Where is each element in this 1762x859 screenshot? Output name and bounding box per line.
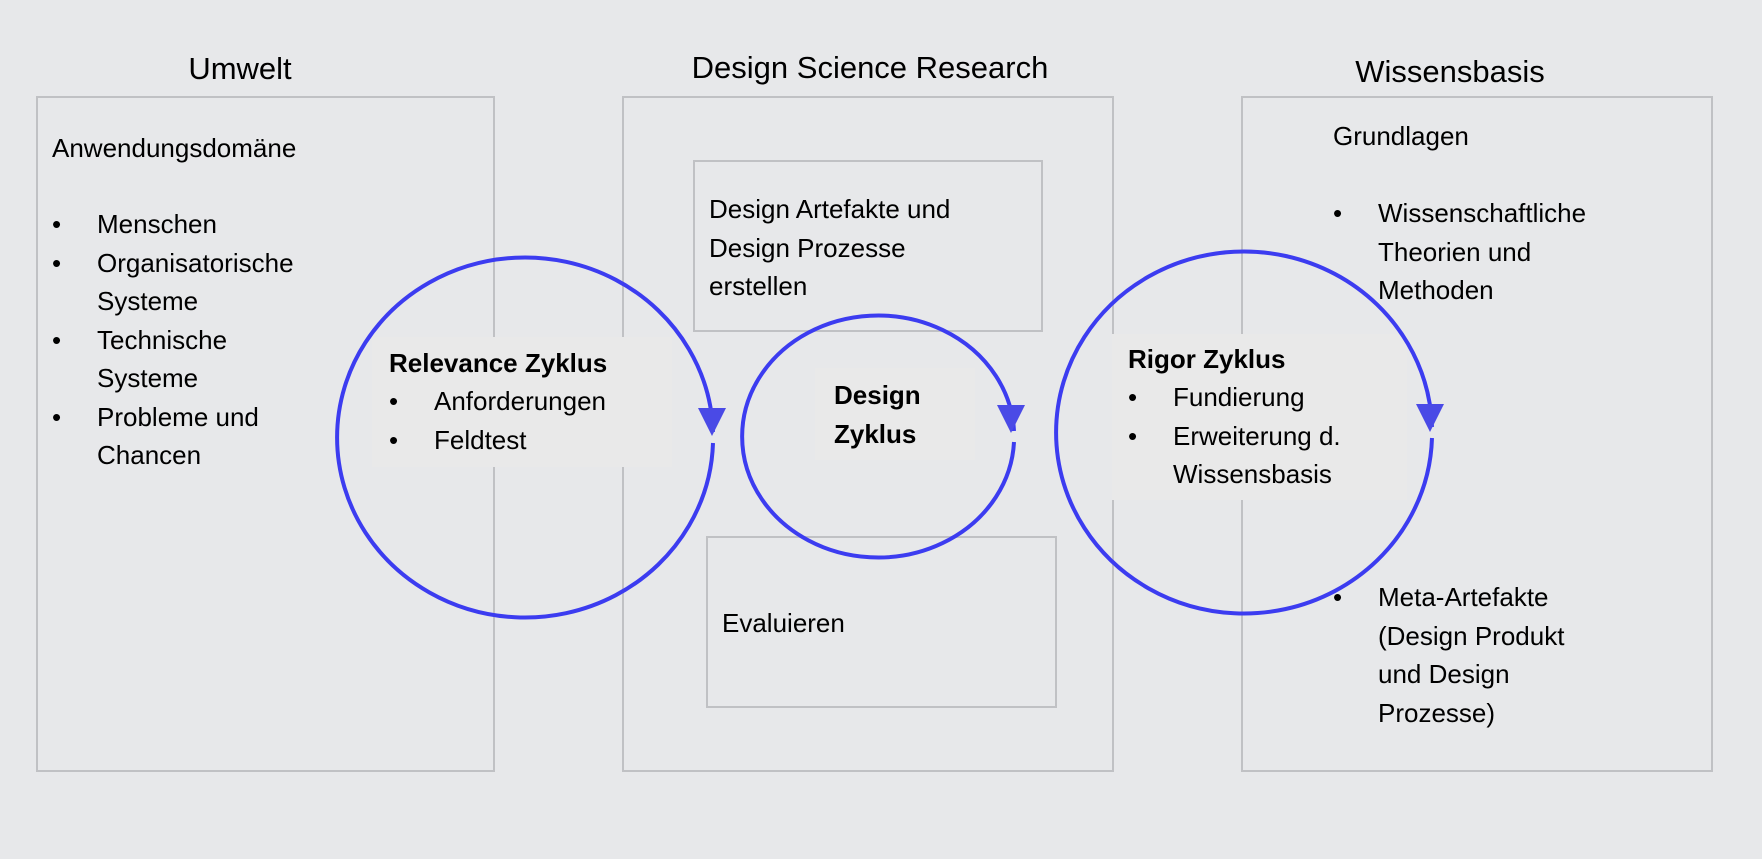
relevance-cycle-title: Relevance Zyklus (389, 348, 608, 378)
evaluate-box (706, 536, 1057, 708)
rigor-cycle-title: Rigor Zyklus (1128, 344, 1286, 374)
rigor-cycle-list: Fundierung Erweiterung d. Wissensbasis (1128, 378, 1398, 494)
list-item: Erweiterung d. Wissensbasis (1128, 417, 1398, 494)
design-cycle-panel (815, 368, 975, 460)
wissensbasis-heading: Wissensbasis (1355, 54, 1545, 89)
rigor-cycle-circle (1054, 249, 1434, 616)
design-cycle-circle (740, 313, 1016, 560)
relevance-cycle-arrow-icon (698, 408, 726, 436)
list-item: Anforderungen (389, 382, 649, 421)
evaluate-text: Evaluieren (722, 608, 845, 638)
build-artifacts-text: Design Artefakte und Design Prozesse ers… (709, 194, 951, 301)
dsr-heading: Design Science Research (691, 50, 1049, 85)
wissensbasis-subheading: Grundlagen (1333, 121, 1469, 151)
umwelt-heading: Umwelt (188, 51, 292, 86)
umwelt-list: Menschen Organisatorische Systeme Techni… (52, 205, 352, 475)
list-item: Probleme und Chancen (52, 398, 352, 475)
list-item: Fundierung (1128, 378, 1398, 417)
list-item: Menschen (52, 205, 352, 244)
build-artifacts-box (693, 160, 1043, 332)
rigor-cycle-arrow-icon (1416, 404, 1444, 432)
list-item: Feldtest (389, 421, 649, 460)
design-cycle-arrow-icon (997, 405, 1025, 433)
relevance-cycle-circle (335, 255, 715, 620)
wissensbasis-list-top: Wissenschaftliche Theorien und Methoden (1333, 194, 1653, 310)
relevance-cycle-list: Anforderungen Feldtest (389, 382, 649, 459)
wissensbasis-list-bottom: Meta-Artefakte (Design Produkt und Desig… (1333, 578, 1653, 732)
list-item: Meta-Artefakte (Design Produkt und Desig… (1333, 578, 1653, 732)
list-item: Organisatorische Systeme (52, 244, 352, 321)
list-item: Technische Systeme (52, 321, 352, 398)
list-item: Wissenschaftliche Theorien und Methoden (1333, 194, 1653, 310)
design-cycle-title: Design Zyklus (834, 380, 921, 449)
umwelt-subheading: Anwendungsdomäne (52, 133, 297, 163)
